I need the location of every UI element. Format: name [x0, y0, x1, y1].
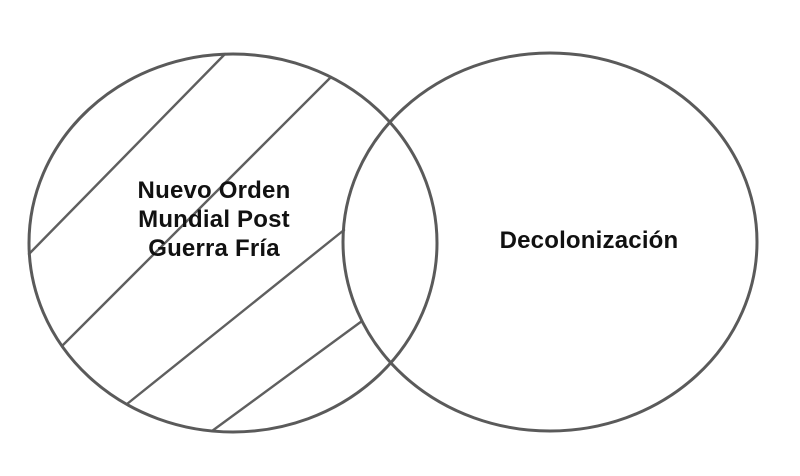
hatch-line-4: [210, 319, 364, 433]
left-set-label-line-2: Mundial Post: [138, 206, 290, 233]
left-set-label-line-3: Guerra Fría: [148, 235, 280, 262]
hatch-line-3: [125, 228, 346, 406]
hatch-line-2: [60, 75, 333, 348]
right-circle: [341, 51, 759, 433]
left-set-label: Nuevo Orden Mundial Post Guerra Fría: [84, 176, 344, 263]
left-circle: [27, 52, 439, 434]
right-set-label: Decolonización: [499, 227, 679, 254]
hatch-line-1: [27, 52, 227, 256]
left-set-label-line-1: Nuevo Orden: [137, 177, 291, 204]
